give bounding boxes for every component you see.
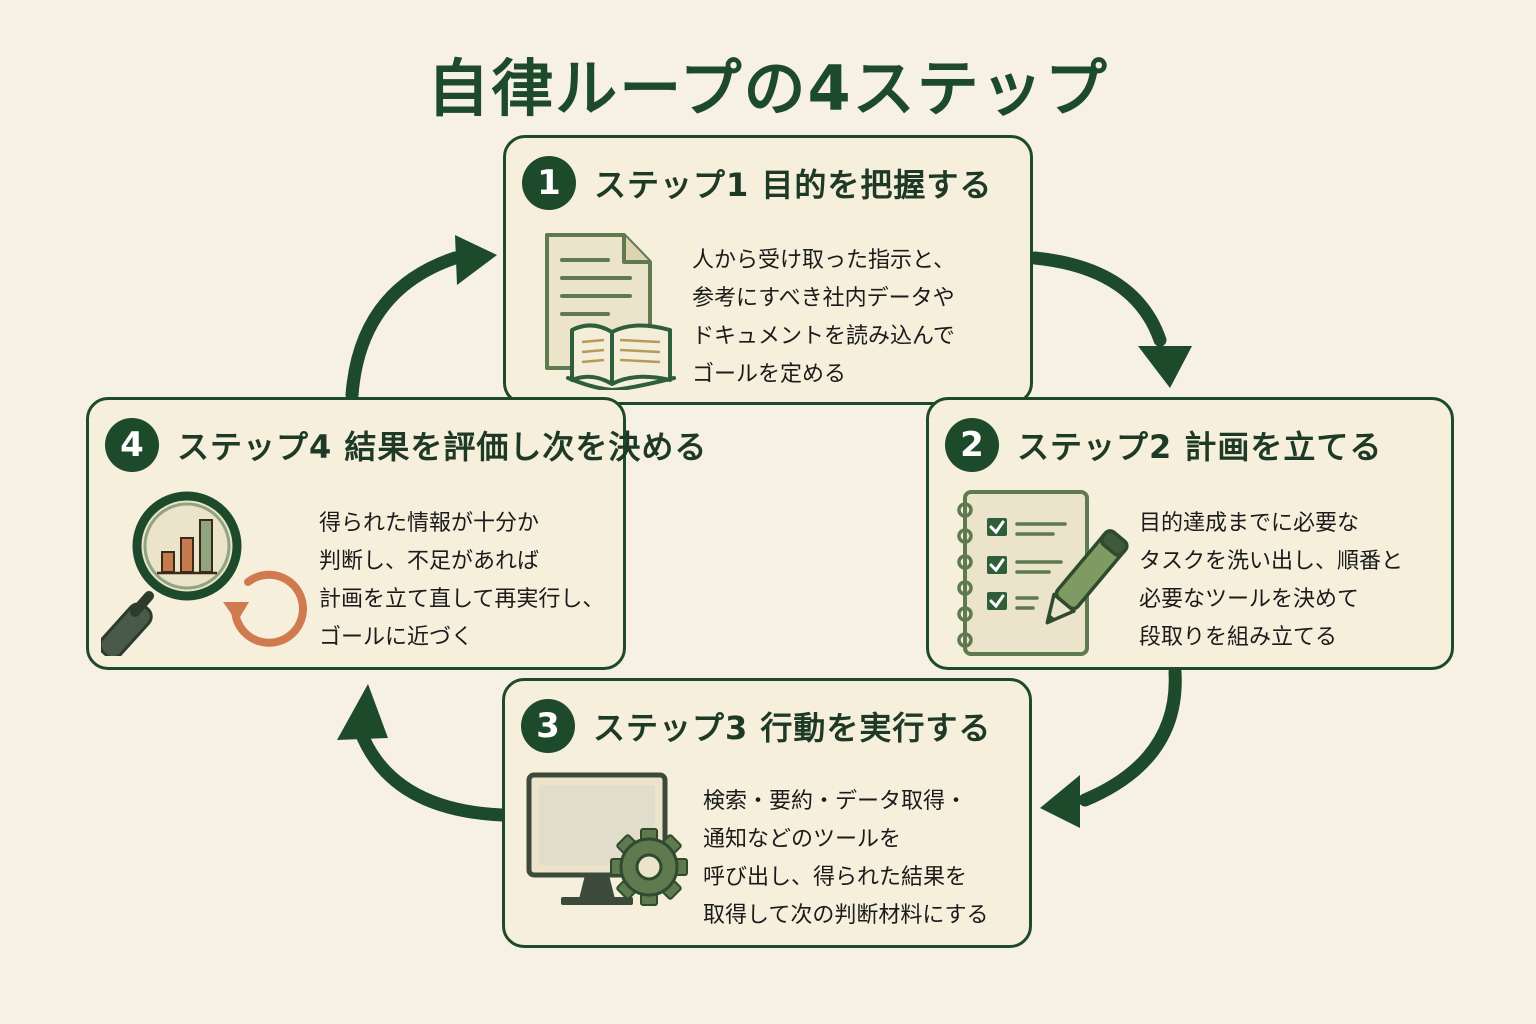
step4-line: 計画を立て直して再実行し、 xyxy=(319,587,605,612)
arrowhead-to-step2 xyxy=(1138,346,1192,388)
step4-number-badge: 4 xyxy=(105,418,159,472)
step1-number-badge: 1 xyxy=(522,156,576,210)
step4-card: 4 ステップ4 結果を評価し次を決める 得られた情報が十分か 判断し、不足があれ… xyxy=(86,397,706,670)
arrowhead-to-step3 xyxy=(1040,775,1080,828)
step2-card: 2 ステップ2 計画を立てる xyxy=(926,397,1454,670)
arrowhead-to-step1 xyxy=(455,235,497,285)
step3-line: 呼び出し、得られた結果を xyxy=(703,865,968,890)
arrow-step2-to-step3 xyxy=(1078,665,1182,807)
step4-line: ゴールに近づく xyxy=(319,625,474,650)
step4-line: 判断し、不足があれば xyxy=(319,549,540,574)
step2-line: 必要なツールを決めて xyxy=(1139,587,1360,612)
step1-line: 人から受け取った指示と、 xyxy=(692,248,956,273)
magnifier-chart-and-refresh-icon xyxy=(101,491,307,656)
step3-line: 検索・要約・データ取得・ xyxy=(703,789,968,814)
step1-title: ステップ1 目的を把握する xyxy=(594,166,993,204)
checklist-and-pen-icon xyxy=(957,490,1129,656)
step2-line: 目的達成までに必要な xyxy=(1139,511,1360,536)
step1-description: 人から受け取った指示と、 参考にすべき社内データや ドキュメントを読み込んで ゴ… xyxy=(692,242,955,394)
arrow-step1-to-step2 xyxy=(1028,251,1167,347)
step1-card: 1 ステップ1 目的を把握する 人から受け取った指示と、 参考にすべき社内データ… xyxy=(503,135,1033,405)
page-title: 自律ループの4ステップ xyxy=(427,52,1109,125)
step2-number-badge: 2 xyxy=(945,418,999,472)
arrowhead-to-step4 xyxy=(337,684,388,740)
step3-line: 取得して次の判断材料にする xyxy=(703,903,989,928)
monitor-and-gear-icon xyxy=(526,772,688,906)
step4-description: 得られた情報が十分か 判断し、不足があれば 計画を立て直して再実行し、 ゴールに… xyxy=(319,505,604,657)
step3-card: 3 ステップ3 行動を実行する 検索・要約・データ取得・ 通知などのツールを 呼… xyxy=(502,678,1032,948)
step3-description: 検索・要約・データ取得・ 通知などのツールを 呼び出し、得られた結果を 取得して… xyxy=(703,783,989,935)
step2-line: 段取りを組み立てる xyxy=(1139,625,1338,650)
step3-line: 通知などのツールを xyxy=(703,827,902,852)
step1-line: 参考にすべき社内データや xyxy=(692,286,955,311)
step1-line: ドキュメントを読み込んで xyxy=(692,324,955,349)
step2-line: タスクを洗い出し、順番と xyxy=(1139,549,1404,574)
step2-title: ステップ2 計画を立てる xyxy=(1017,428,1383,466)
document-and-book-icon xyxy=(545,233,676,390)
step3-title: ステップ3 行動を実行する xyxy=(593,709,992,747)
arrow-step3-to-step4 xyxy=(353,723,509,822)
step1-line: ゴールを定める xyxy=(692,362,847,387)
step4-line: 得られた情報が十分か xyxy=(319,511,540,536)
step2-description: 目的達成までに必要な タスクを洗い出し、順番と 必要なツールを決めて 段取りを組… xyxy=(1139,505,1403,657)
arrow-step4-to-step1 xyxy=(345,251,462,402)
step3-number-badge: 3 xyxy=(521,699,575,753)
step4-title: ステップ4 結果を評価し次を決める xyxy=(177,428,708,466)
